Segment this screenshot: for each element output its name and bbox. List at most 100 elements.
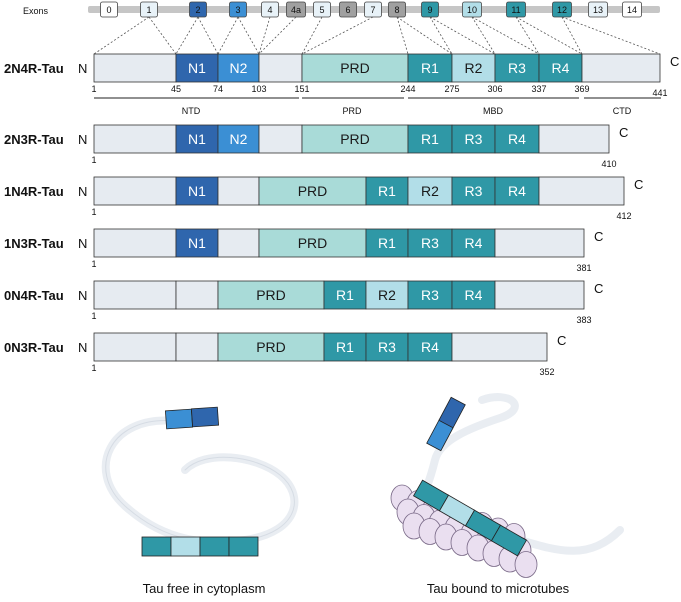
free-n1-block (164, 408, 194, 430)
segment-prd-label: PRD (340, 60, 370, 76)
segment-prd (258, 176, 367, 206)
segment-n1-label: N1 (188, 131, 206, 147)
exon-label-1: 1 (146, 5, 151, 15)
residue-position-label: 1 (91, 155, 96, 165)
n-terminus-label: N (78, 236, 87, 251)
exon-connector-line (561, 16, 583, 55)
segment-n1 (175, 176, 219, 206)
exon-box-13 (588, 1, 608, 18)
segment-prd (217, 280, 325, 310)
exon-connector-line (301, 16, 323, 55)
free-r1-block (141, 536, 172, 557)
exon-label-7: 7 (370, 5, 375, 15)
exon-box-14 (622, 1, 642, 18)
free-r4-block (228, 536, 259, 557)
isoform-name: 1N4R-Tau (4, 184, 64, 199)
free-tau-strand (101, 416, 299, 546)
segment-r3-label: R3 (421, 235, 439, 251)
end-residue-label: 441 (652, 88, 667, 98)
region-ntd: NTD (182, 106, 201, 116)
bound-tau-n-terminal (426, 396, 466, 452)
exon-label-0: 0 (106, 5, 111, 15)
exon-label-13: 13 (593, 5, 603, 15)
segment-r4-label: R4 (508, 131, 526, 147)
segment-prd-label: PRD (256, 287, 286, 303)
exon-connector-line (237, 16, 260, 55)
residue-position-label: 1 (91, 84, 96, 94)
free-n2-block (190, 406, 220, 428)
segment-r4-label: R4 (552, 60, 570, 76)
segment-spacer (175, 280, 219, 310)
segment-r1-label: R1 (336, 287, 354, 303)
segment-spacer (93, 332, 177, 362)
exon-connector-line (396, 16, 453, 55)
residue-position-label: 1 (91, 207, 96, 217)
segment-r1-label: R1 (378, 235, 396, 251)
free-tau-strand-shadow (105, 420, 295, 543)
segment-spacer (451, 332, 548, 362)
segment-r3-label: R3 (378, 339, 396, 355)
residue-position-label: 306 (487, 84, 502, 94)
segment-r2-label: R2 (421, 183, 439, 199)
domain-regions: NTD PRD MBD CTD (94, 97, 661, 116)
exon-label-9: 9 (427, 5, 432, 15)
exon-label-8: 8 (394, 5, 399, 15)
exon-connector-lines (93, 16, 661, 55)
segment-r1-label: R1 (378, 183, 396, 199)
segment-r2 (451, 53, 496, 83)
segment-r3 (451, 124, 496, 154)
tubulin-subunit (514, 551, 538, 578)
segment-r2-label: R2 (465, 60, 483, 76)
segment-r1-label: R1 (421, 60, 439, 76)
segment-r4-label: R4 (508, 183, 526, 199)
n-terminus-label: N (78, 184, 87, 199)
free-r2-block (170, 536, 201, 557)
segment-r3 (407, 228, 453, 258)
segment-prd (301, 124, 409, 154)
segment-r3-label: R3 (421, 287, 439, 303)
segment-spacer (258, 53, 303, 83)
segment-r3 (365, 332, 409, 362)
exon-label-10: 10 (467, 5, 477, 15)
isoform-name: 0N3R-Tau (4, 340, 64, 355)
microtubule (390, 484, 538, 578)
exon-connector-line (429, 16, 496, 55)
end-residue-label: 352 (539, 367, 554, 377)
c-terminus-label: C (670, 54, 679, 69)
segment-spacer (93, 176, 177, 206)
segment-spacer (93, 280, 177, 310)
segment-r3-label: R3 (508, 60, 526, 76)
region-ctd: CTD (613, 106, 632, 116)
segment-prd-label: PRD (298, 235, 328, 251)
segment-spacer (494, 228, 585, 258)
exon-connector-line (396, 16, 409, 55)
residue-position-label: 103 (251, 84, 266, 94)
end-residue-label: 381 (576, 263, 591, 273)
segment-r4 (538, 53, 583, 83)
exon-connector-line (175, 16, 199, 55)
exon-connector-line (197, 16, 219, 55)
residue-position-label: 45 (171, 84, 181, 94)
segment-n2-label: N2 (230, 131, 248, 147)
tau-bound-illustration: Tau bound to microtubes (390, 393, 624, 596)
segment-spacer (217, 228, 260, 258)
segment-r1 (323, 332, 367, 362)
c-terminus-label: C (634, 177, 643, 192)
segment-prd-label: PRD (340, 131, 370, 147)
residue-position-label: 1 (91, 363, 96, 373)
exon-label-3: 3 (235, 5, 240, 15)
exon-connector-line (217, 16, 239, 55)
segment-r4-label: R4 (421, 339, 439, 355)
bound-tau-strand-top (411, 393, 519, 509)
segment-prd (258, 228, 367, 258)
region-mbd: MBD (483, 106, 504, 116)
exon-connector-line (148, 16, 177, 55)
segment-spacer (581, 53, 661, 83)
segment-prd-label: PRD (256, 339, 286, 355)
